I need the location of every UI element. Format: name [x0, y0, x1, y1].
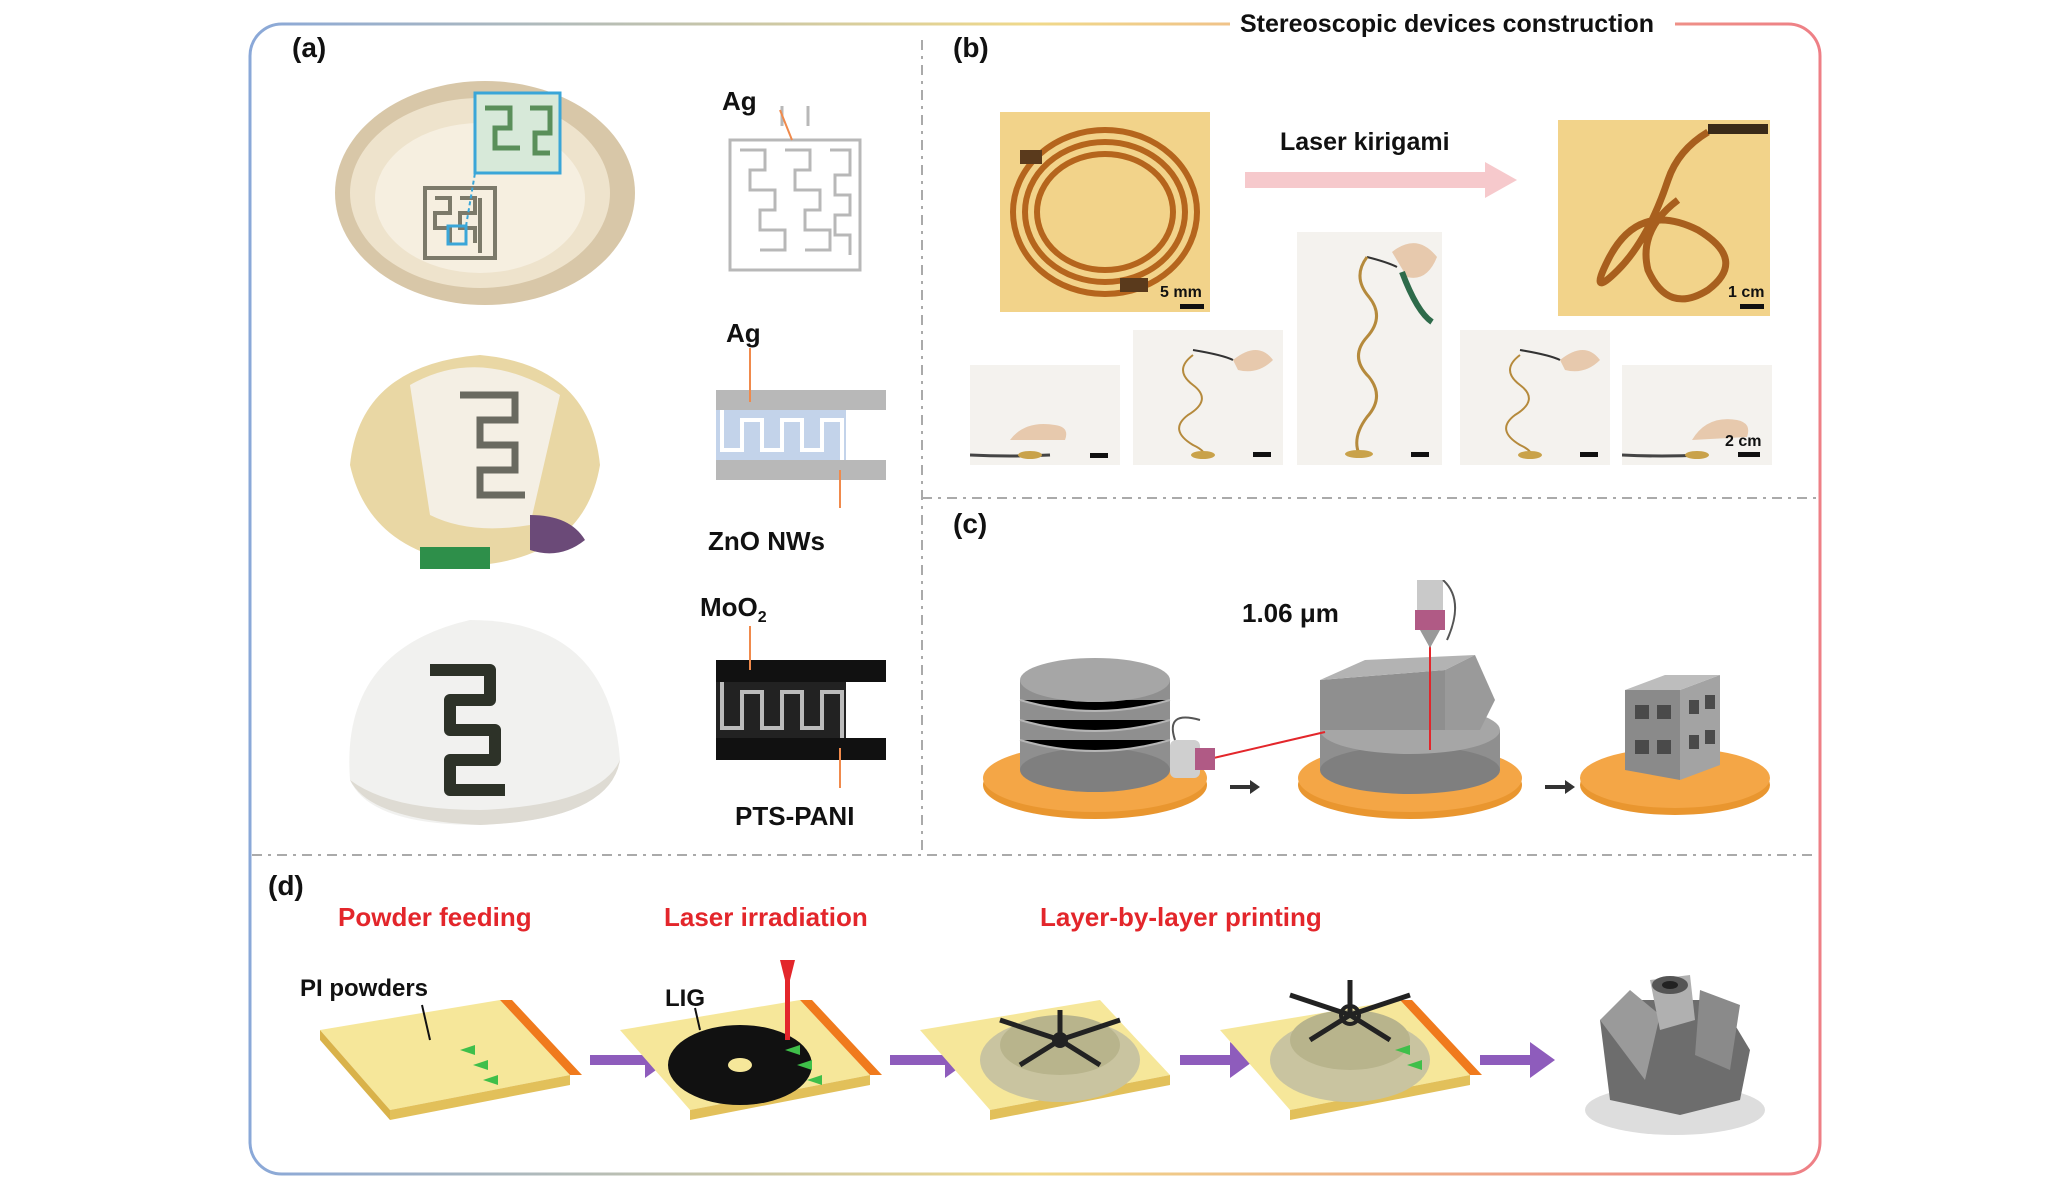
- conch-shell-photo: [350, 355, 600, 569]
- panel-b-letter: (b): [953, 32, 989, 63]
- scale-label-1cm: 1 cm: [1728, 284, 1765, 301]
- white-shell-photo: [349, 620, 620, 825]
- step-powder-feeding-title: Powder feeding: [338, 902, 532, 932]
- laser-sintering-diagram: [983, 580, 1770, 819]
- stretch-frame-1: [970, 365, 1120, 465]
- scale-bar-5mm: [1180, 304, 1204, 309]
- laser-kirigami-label: Laser kirigami: [1280, 128, 1450, 156]
- stretch-frame-4: [1460, 330, 1610, 465]
- pi-powders-label: PI powders: [300, 975, 429, 1002]
- panel-c-letter: (c): [953, 508, 988, 539]
- step-layer-printing-title: Layer-by-layer printing: [1040, 902, 1322, 932]
- lig-label: LIG: [665, 985, 705, 1012]
- stretch-frame-5: [1622, 365, 1772, 465]
- clam-shell-photo: [335, 81, 635, 305]
- spiral-tube-photo: [1558, 120, 1770, 316]
- moo2-pts-pani-schematic: [716, 626, 886, 788]
- powder-bed-printing-diagram: [320, 960, 1765, 1135]
- scale-bar-1cm: [1740, 304, 1764, 309]
- ag-maze-schematic: [728, 106, 862, 272]
- stretch-frame-2: [1133, 330, 1283, 465]
- zno-nanowire-schematic: [716, 348, 886, 508]
- step-laser-irradiation-title: Laser irradiation: [664, 902, 868, 932]
- panel-a-pts-pani-label: PTS-PANI: [735, 801, 855, 831]
- panel-d-letter: (d): [268, 870, 304, 901]
- scale-label-2cm: 2 cm: [1725, 433, 1762, 450]
- coiled-tube-photo: [1000, 112, 1210, 312]
- panel-a-ag-label-1: Ag: [722, 86, 757, 116]
- scale-bar-2cm: [1738, 452, 1760, 457]
- panel-a-zno-label: ZnO NWs: [708, 526, 825, 556]
- kirigami-arrow: [1245, 162, 1517, 198]
- panel-a-ag-label-2: Ag: [726, 318, 761, 348]
- panel-a-moo2-label: MoO2: [700, 592, 767, 627]
- header-title: Stereoscopic devices construction: [1240, 10, 1655, 38]
- panel-a-letter: (a): [292, 32, 327, 63]
- wavelength-label: 1.06 μm: [1242, 598, 1339, 628]
- stretch-frame-3: [1297, 232, 1442, 465]
- scale-label-5mm: 5 mm: [1160, 284, 1202, 301]
